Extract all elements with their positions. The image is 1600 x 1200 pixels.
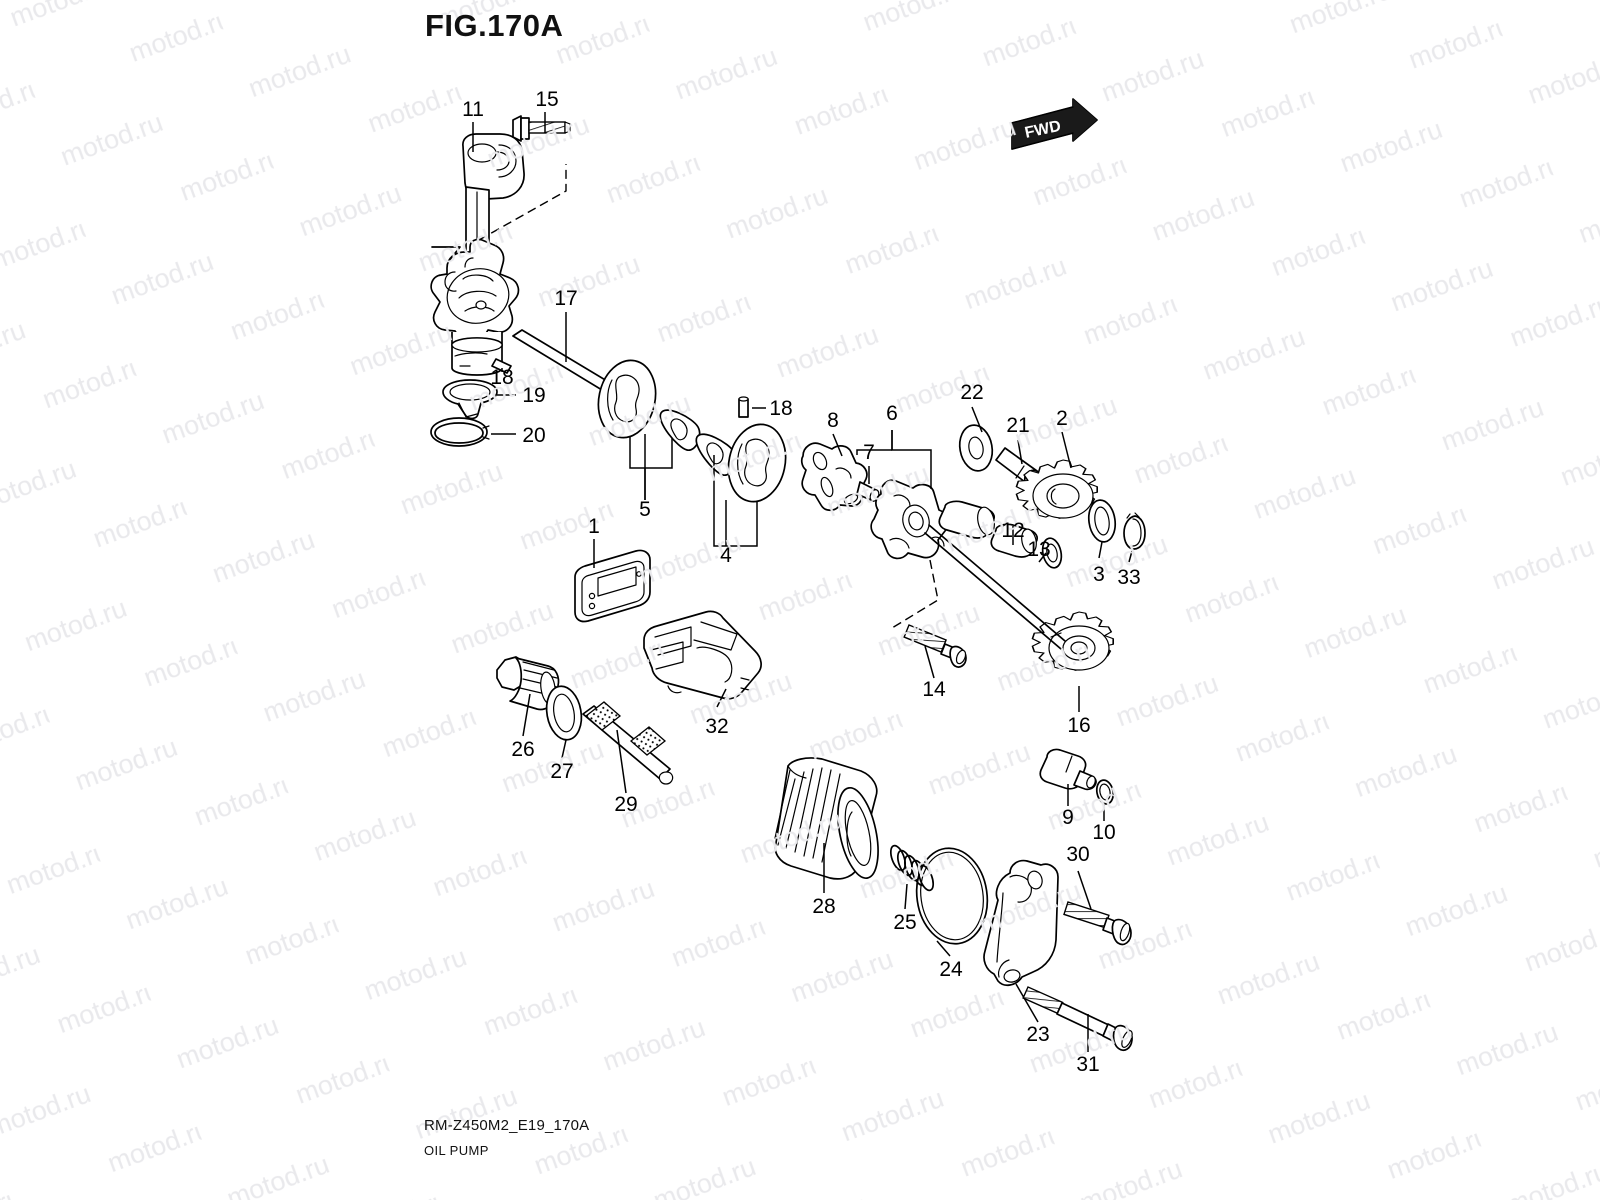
callout-18a: 18 [490, 366, 514, 389]
callout-3: 3 [1093, 563, 1105, 586]
callout-23: 23 [1026, 1023, 1050, 1046]
callout-22: 22 [960, 381, 984, 404]
part-20-circlip [430, 417, 516, 447]
part-3-washer [1087, 499, 1117, 559]
part-10-o-ring [1095, 779, 1115, 821]
callout-15: 15 [535, 88, 559, 111]
part-29-oil-pipe [582, 701, 674, 794]
callout-11: 11 [462, 98, 484, 121]
fwd-arrow-icon: FWD [1011, 98, 1098, 150]
part-8-pump-cover-plate [800, 433, 868, 512]
part-2-driven-gear [1015, 431, 1099, 519]
callout-9: 9 [1062, 806, 1074, 829]
callout-31: 31 [1076, 1053, 1100, 1076]
callout-4: 4 [720, 544, 732, 567]
callout-25: 25 [893, 911, 917, 934]
part-27-gasket-washer [545, 685, 583, 759]
callout-6: 6 [886, 402, 898, 425]
part-9-relief-valve [1039, 748, 1097, 806]
figure-title: FIG.170A [425, 8, 564, 43]
callout-21: 21 [1006, 414, 1030, 437]
part-25-filter-spring [889, 844, 935, 910]
callout-1: 1 [588, 515, 600, 538]
part-5-outer-rotor-a [597, 359, 673, 500]
callout-20: 20 [522, 424, 546, 447]
callout-18b: 18 [769, 397, 793, 420]
callout-5: 5 [639, 498, 651, 521]
part-30-cap-bolt [1063, 870, 1132, 946]
part-33-circlip [1123, 512, 1146, 563]
part-24-o-ring [915, 847, 989, 957]
callout-27: 27 [550, 760, 574, 783]
figure-footer-name: OIL PUMP [424, 1143, 489, 1158]
part-14-mounting-bolt [903, 624, 967, 679]
callout-24: 24 [939, 958, 963, 981]
callout-10: 10 [1092, 821, 1116, 844]
part-28-oil-filter-element [774, 757, 879, 893]
callout-13: 13 [1027, 538, 1051, 561]
part-4-inner-rotor-a [659, 409, 701, 451]
callout-32: 32 [705, 715, 729, 738]
callout-19: 19 [522, 384, 546, 407]
callout-26: 26 [511, 738, 535, 761]
callout-29: 29 [614, 793, 638, 816]
part-11-drive-lever [430, 122, 567, 376]
part-1-strainer-plate [574, 539, 651, 623]
callout-2: 2 [1056, 407, 1068, 430]
callout-12: 12 [1001, 519, 1025, 542]
callout-28: 28 [812, 895, 836, 918]
callout-16: 16 [1067, 714, 1091, 737]
part-15-flange-bolt [512, 112, 571, 142]
part-4-outer-rotor-b [727, 423, 787, 503]
callout-7: 7 [863, 441, 875, 464]
part-32-oil-strainer [643, 610, 762, 708]
callout-30: 30 [1066, 843, 1090, 866]
part-18-pin-right [738, 396, 766, 418]
part-22-washer [958, 406, 994, 472]
callout-17: 17 [554, 287, 578, 310]
callout-33: 33 [1117, 566, 1141, 589]
callout-8: 8 [827, 409, 839, 432]
figure-footer-code: RM-Z450M2_E19_170A [424, 1117, 590, 1134]
callout-14: 14 [922, 678, 946, 701]
